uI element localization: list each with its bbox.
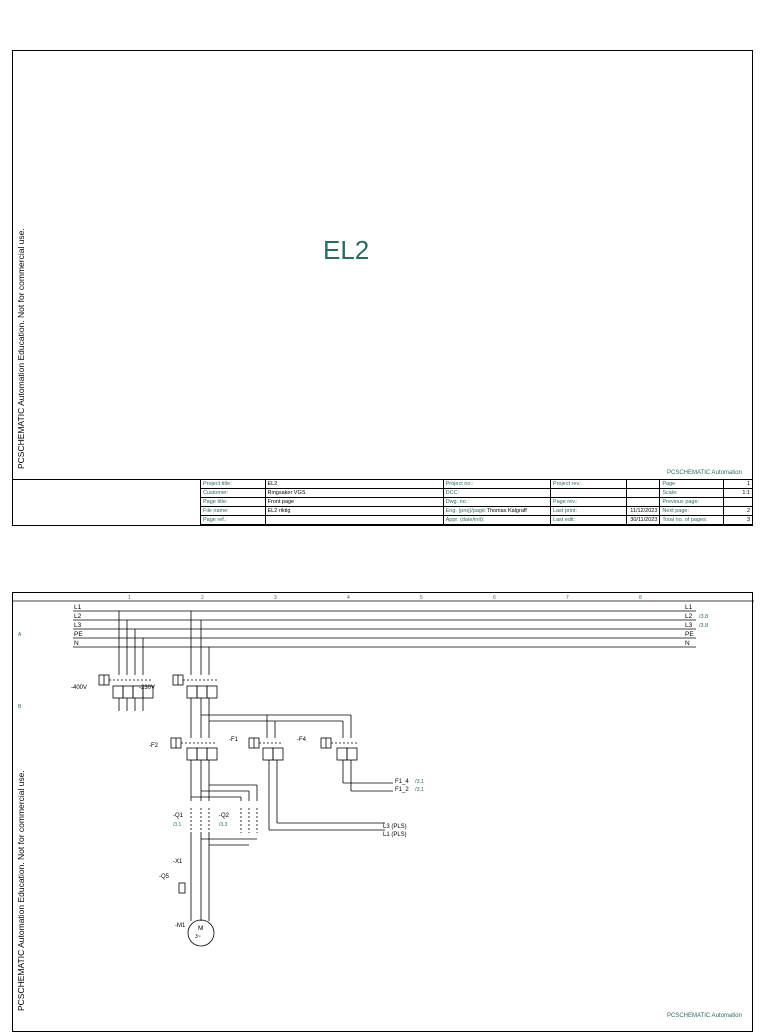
tb-label: Previous page: <box>659 497 725 507</box>
tb-value: Thomas Kalgraff <box>486 508 527 514</box>
motor-sub-label: 3~ <box>195 934 201 940</box>
column-number: 1 <box>128 595 131 601</box>
bus-ref: /3.8 <box>699 614 708 620</box>
column-number: 7 <box>566 595 569 601</box>
vendor-label: PCSCHEMATIC Automation <box>667 1013 742 1019</box>
component-label: -Q5 <box>159 874 170 880</box>
component-label: -F1 <box>229 737 239 743</box>
tb-eng-cell: Eng. (proj)/pagé:Thomas Kalgraff <box>442 506 551 516</box>
tb-label: Project title: <box>200 479 266 489</box>
tb-value: EL2 <box>264 479 444 489</box>
tb-value: 2 <box>723 506 753 516</box>
tb-label: Project no.: <box>442 479 551 489</box>
output-ref: /3.1 <box>415 787 424 793</box>
tb-label: Page <box>659 479 725 489</box>
tb-label: File name: <box>200 506 266 516</box>
component-ref: /3.3 <box>219 822 228 828</box>
component-label: -M1 <box>175 923 186 929</box>
title-block: Project title: EL2 Project no.: Project … <box>200 479 753 525</box>
bus-label: L1 <box>685 604 693 611</box>
bus-ref: /3.8 <box>699 623 708 629</box>
project-big-title: EL2 <box>323 235 370 265</box>
bus-label: L3 <box>685 622 693 629</box>
tb-label: Last print: <box>549 506 627 516</box>
column-number: 4 <box>347 595 350 601</box>
tb-value: Front page <box>264 497 444 507</box>
output-ref: /3.1 <box>415 779 424 785</box>
tb-label: Total no. of pages: <box>659 515 725 525</box>
motor-label: M <box>198 925 203 932</box>
tb-value: EL2 riktig <box>264 506 444 516</box>
component-label: -Q1 <box>173 813 184 819</box>
tb-value: Ringsaker VGS <box>264 488 444 498</box>
bus-label: L2 <box>685 613 693 620</box>
tb-label: Project rev.: <box>549 479 627 489</box>
bus-label: N <box>685 640 690 647</box>
component-label: -400V <box>71 685 87 691</box>
motor-symbol <box>187 919 215 947</box>
bus-label: L3 <box>74 622 82 629</box>
component-ref: /3.1 <box>173 822 182 828</box>
bus-label: PE <box>74 631 83 638</box>
component-label: -230V <box>139 685 155 691</box>
tb-label: Customer: <box>200 488 266 498</box>
front-page-sheet: PCSCHEMATIC Automation Education. Not fo… <box>12 50 753 526</box>
bus-label: N <box>74 640 79 647</box>
tb-label: Eng. (proj)/pagé: <box>445 508 487 514</box>
schematic-diagram: 1 2 3 4 5 6 7 8 A B L1 L2 L3 PE N L1 L2 … <box>13 595 754 947</box>
bus-label: L1 <box>74 604 82 611</box>
column-number: 3 <box>274 595 277 601</box>
tb-label: Page title: <box>200 497 266 507</box>
component-label: -Q2 <box>219 813 230 819</box>
output-label: F1_4 <box>395 779 409 785</box>
tb-label: DCC: <box>442 488 551 498</box>
tb-label: Scale: <box>659 488 725 498</box>
tb-value: 11/12/2023 <box>625 506 661 516</box>
watermark-text: PCSCHEMATIC Automation Education. Not fo… <box>16 228 26 469</box>
component-label: -X1 <box>173 859 183 865</box>
tb-value: 3 <box>723 515 753 525</box>
output-label: L3 (PLS) <box>383 824 407 830</box>
bus-label: PE <box>685 631 694 638</box>
tb-value: 1:1 <box>723 488 753 498</box>
tb-label: Next page: <box>659 506 725 516</box>
row-letter: A <box>18 632 22 638</box>
schematic-sheet: PCSCHEMATIC Automation Education. Not fo… <box>12 592 754 1032</box>
tb-label: Dwg. no.: <box>442 497 551 507</box>
tb-value: 30/11/2023 <box>625 515 661 525</box>
column-number: 5 <box>420 595 423 601</box>
tb-value: 1 <box>723 479 753 489</box>
output-label: F1_2 <box>395 787 409 793</box>
tb-label: Appr. (date/init): <box>442 515 551 525</box>
column-number: 8 <box>639 595 642 601</box>
tb-label: Page rev.: <box>549 497 627 507</box>
row-letter: B <box>18 704 22 710</box>
component-label: -F4 <box>297 737 307 743</box>
component-label: -F2 <box>149 743 159 749</box>
tb-label: Last edit: <box>549 515 627 525</box>
tb-label: Page ref.: <box>200 515 266 525</box>
bus-label: L2 <box>74 613 82 620</box>
column-number: 2 <box>201 595 204 601</box>
column-number: 6 <box>493 595 496 601</box>
vendor-label: PCSCHEMATIC Automation <box>667 470 742 476</box>
output-label: L1 (PLS) <box>383 832 407 838</box>
